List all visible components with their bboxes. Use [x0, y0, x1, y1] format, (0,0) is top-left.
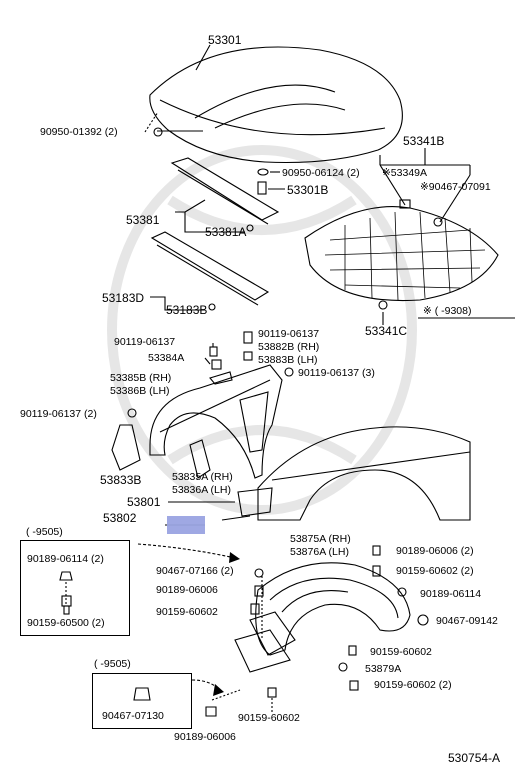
label-53301: 53301	[208, 33, 242, 47]
label-53802: 53802	[103, 511, 137, 525]
label-90159-60602-a: 90159-60602	[156, 606, 218, 618]
label-90467-09142: 90467-09142	[436, 615, 498, 627]
label-53875A: 53875A (RH)	[290, 533, 351, 545]
label-53883B: 53883B (LH)	[258, 354, 318, 366]
fender-seal	[150, 231, 270, 301]
label-53801: 53801	[127, 495, 161, 509]
label-90467-07166-2: 90467-07166 (2)	[156, 565, 234, 577]
label-53341C: 53341C	[365, 324, 408, 338]
label-53183B: 53183B	[166, 303, 208, 317]
label-90119-06137-3: 90119-06137 (3)	[298, 367, 375, 379]
label-range-9505-a: ( -9505)	[26, 526, 63, 538]
hood-insulator	[304, 206, 499, 302]
hood-panel	[149, 46, 403, 164]
label-90189-06006-2: 90189-06006 (2)	[396, 545, 474, 557]
label-90159-60602-2b: 90159-60602 (2)	[374, 679, 452, 691]
label-90119-06137-b: 90119-06137	[258, 328, 320, 340]
label-53879A: 53879A	[365, 663, 402, 675]
hood-seal	[170, 157, 280, 221]
label-53386B: 53386B (LH)	[110, 385, 170, 397]
label-53385B: 53385B (RH)	[110, 372, 172, 384]
label-90467-07130: 90467-07130	[102, 710, 164, 722]
label-53381A: 53381A	[205, 225, 247, 239]
label-90189-06006-b: 90189-06006	[174, 731, 236, 743]
label-90950-01392: 90950-01392 (2)	[40, 126, 118, 138]
label-90159-60602-2a: 90159-60602 (2)	[396, 565, 474, 577]
label-90119-06137-2: 90119-06137 (2)	[20, 408, 97, 420]
label-53876A: 53876A (LH)	[290, 546, 349, 558]
highlight-53802	[167, 516, 205, 534]
label-53882B: 53882B (RH)	[258, 341, 320, 353]
label-90159-60602-c: 90159-60602	[238, 712, 300, 724]
label-range-9308: ※ ( -9308)	[423, 305, 472, 317]
label-90119-06137-a: 90119-06137	[114, 336, 176, 348]
fender-liner	[255, 562, 411, 656]
label-53301B: 53301B	[287, 183, 329, 197]
label-53835A: 53835A (RH)	[172, 471, 233, 483]
label-53341B: 53341B	[403, 134, 445, 148]
label-53381: 53381	[126, 213, 160, 227]
label-53384A: 53384A	[148, 352, 185, 364]
fender-lh	[149, 364, 283, 479]
label-53349A: ※53349A	[382, 167, 427, 179]
range-box-9505-upper	[20, 540, 130, 636]
fender-rh	[257, 426, 471, 521]
label-range-9505-b: ( -9505)	[94, 658, 131, 670]
range-box-9505-lower	[92, 673, 192, 729]
label-53183D: 53183D	[102, 291, 145, 305]
label-90189-06114-2: 90189-06114 (2)	[27, 553, 104, 565]
label-90189-06114: 90189-06114	[420, 588, 482, 600]
label-90159-60602-b: 90159-60602	[370, 646, 432, 658]
label-90159-60500-2: 90159-60500 (2)	[27, 617, 105, 629]
diagram-id: 530754-A	[448, 751, 501, 765]
watermark-logo	[107, 145, 417, 515]
label-90467-07091: ※90467-07091	[420, 181, 491, 193]
label-53833B: 53833B	[100, 473, 142, 487]
label-90950-06124: 90950-06124 (2)	[282, 167, 360, 179]
label-90189-06006-a: 90189-06006	[156, 584, 218, 596]
label-53836A: 53836A (LH)	[172, 484, 231, 496]
